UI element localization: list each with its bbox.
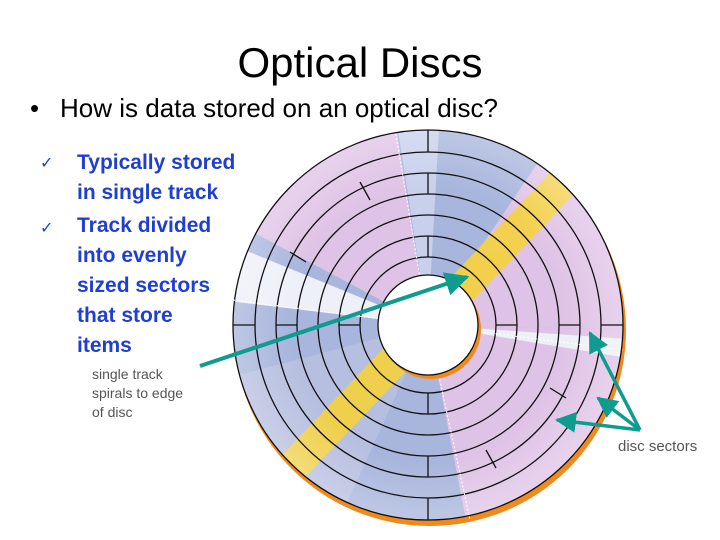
slide-title: Optical Discs xyxy=(237,39,483,86)
point-typically-stored: Typically stored in single track xyxy=(77,148,277,208)
point-line: Typically stored xyxy=(77,151,236,174)
track-note-line: spirals to edge xyxy=(92,385,184,401)
track-note-line: of disc xyxy=(92,404,133,420)
disc-sector-lines xyxy=(233,130,623,520)
main-bullet-text: How is data stored on an optical disc? xyxy=(60,93,498,123)
track-arrow xyxy=(199,272,470,368)
track-note-line: single track xyxy=(92,366,163,382)
point-line: Track divided xyxy=(77,214,212,237)
point-line: in single track xyxy=(77,181,219,204)
point-track-divided: Track divided into evenly sized sectors … xyxy=(77,211,277,361)
point-line: that store xyxy=(77,304,173,327)
disc-sectors-label: disc sectors xyxy=(618,438,698,455)
track-note: single track spirals to edge of disc xyxy=(92,365,222,422)
checkmark-icon: ✓ xyxy=(40,220,54,237)
point-line: sized sectors xyxy=(77,274,211,297)
checkmark-icon: ✓ xyxy=(40,155,54,172)
point-line: into evenly xyxy=(77,244,187,267)
point-line: items xyxy=(77,334,132,357)
sector-arrows xyxy=(554,331,642,433)
main-bullet: • How is data stored on an optical disc? xyxy=(30,95,498,121)
bullet-dot: • xyxy=(30,93,40,123)
